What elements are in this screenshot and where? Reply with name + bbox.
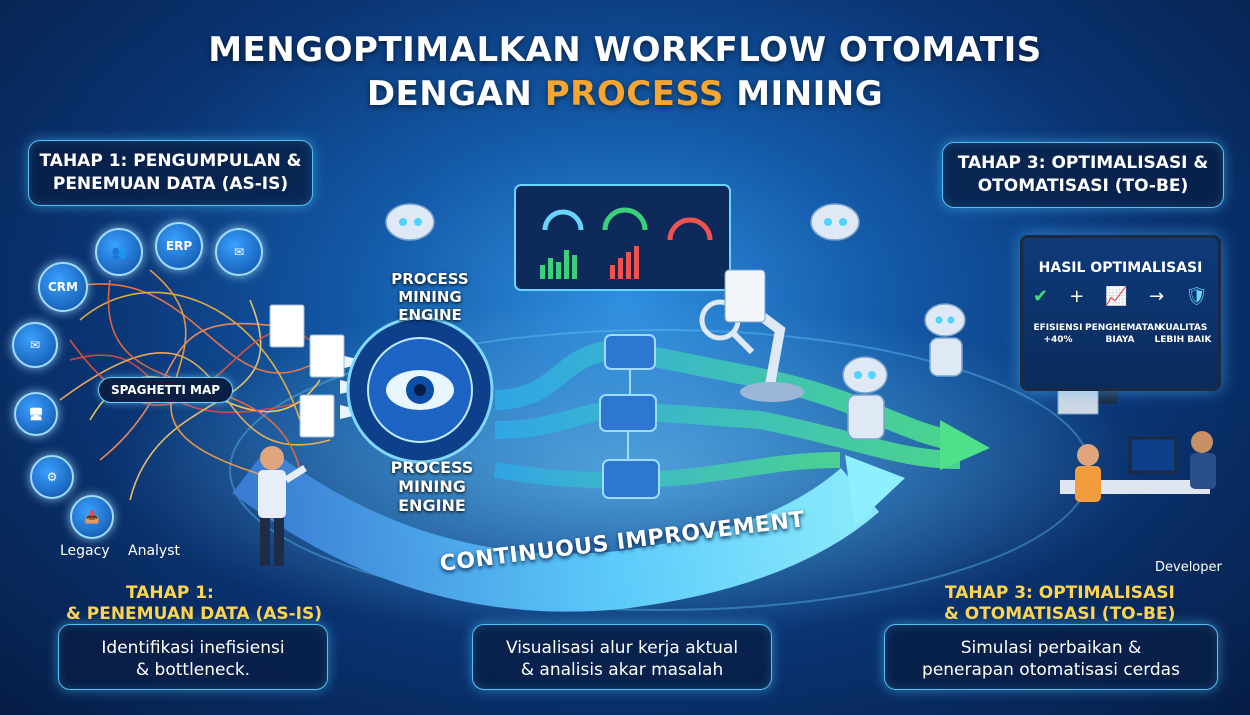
- growth-chart-icon: 📈: [1105, 286, 1128, 307]
- inbox-icon: 📥: [70, 495, 114, 539]
- title-prefix: DENGAN: [366, 74, 545, 114]
- engine-bottom-line1: PROCESS: [390, 458, 474, 477]
- email-icon: ✉: [215, 228, 263, 276]
- check-icon: ✔: [1033, 286, 1049, 307]
- erp-icon: ERP: [155, 222, 203, 270]
- mail-icon: ✉: [12, 322, 58, 368]
- title-suffix: MINING: [723, 74, 884, 114]
- main-title-line2: DENGAN PROCESS MINING: [0, 74, 1250, 114]
- spaghetti-map-label: SPAGHETTI MAP: [98, 377, 234, 403]
- plus-icon: +: [1069, 286, 1085, 307]
- crm-icon: CRM: [38, 262, 88, 312]
- stage2-desc-line1: Visualisasi alur kerja aktual: [505, 638, 739, 658]
- result-efficiency: EFISIENSI +40%: [1029, 322, 1087, 346]
- legacy-label: Legacy: [60, 543, 110, 559]
- engine-bottom-line2: MINING: [398, 477, 466, 496]
- result2-line2: BIAYA: [1105, 335, 1135, 345]
- users-icon: 👥: [95, 228, 143, 276]
- result-cost-saving: PENGHEMATAN BIAYA: [1085, 322, 1162, 346]
- stage1-title-line1: TAHAP 1: PENGUMPULAN &: [39, 151, 302, 171]
- stage3-desc-line2: penerapan otomatisasi cerdas: [922, 660, 1180, 680]
- stage3-title-line1: TAHAP 3: OPTIMALISASI &: [957, 153, 1209, 173]
- title-highlight: PROCESS: [544, 74, 724, 114]
- stage1-title-panel: TAHAP 1: PENGUMPULAN & PENEMUAN DATA (AS…: [28, 140, 313, 206]
- result1-line1: EFISIENSI: [1033, 323, 1083, 333]
- computer-icon: 🖥: [14, 392, 58, 436]
- result2-line1: PENGHEMATAN: [1085, 323, 1162, 333]
- stage1-desc-line1: Identifikasi inefisiensi: [101, 638, 285, 658]
- erp-label: ERP: [165, 239, 193, 253]
- shield-icon: 🛡: [1185, 286, 1208, 307]
- stage1-description-panel: Identifikasi inefisiensi & bottleneck.: [58, 624, 328, 690]
- stage2-desc-line2: & analisis akar masalah: [520, 660, 724, 680]
- results-title: HASIL OPTIMALISASI: [1038, 260, 1203, 276]
- results-monitor: HASIL OPTIMALISASI ✔ + 📈 → 🛡 EFISIENSI +…: [1020, 235, 1221, 391]
- stage3-desc-line1: Simulasi perbaikan &: [960, 638, 1142, 658]
- result1-line2: +40%: [1043, 335, 1073, 345]
- stage2-description-panel: Visualisasi alur kerja aktual & analisis…: [472, 624, 772, 690]
- engine-top-line2: MINING: [398, 288, 462, 306]
- results-icon-row: ✔ + 📈 → 🛡: [1033, 286, 1208, 307]
- engine-top-line1: PROCESS: [391, 270, 469, 288]
- engine-label-bottom: PROCESS MINING ENGINE: [372, 458, 492, 515]
- stage3-bottom-heading-line1: TAHAP 3: OPTIMALISASI: [945, 583, 1175, 603]
- engine-bottom-line3: ENGINE: [398, 496, 466, 515]
- engine-top-line3: ENGINE: [398, 306, 462, 324]
- crm-label: CRM: [48, 280, 78, 294]
- stage1-desc-line2: & bottleneck.: [135, 660, 251, 680]
- analyst-label: Analyst: [128, 543, 180, 559]
- arrow-right-icon: →: [1148, 286, 1165, 307]
- gears-icon: ⚙: [30, 455, 74, 499]
- result3-line1: KUALITAS: [1158, 323, 1208, 333]
- engine-label-top: PROCESS MINING ENGINE: [375, 270, 485, 324]
- result-quality: KUALITAS LEBIH BAIK: [1153, 322, 1213, 346]
- result3-line2: LEBIH BAIK: [1154, 335, 1212, 345]
- developer-label: Developer: [1155, 560, 1222, 575]
- stage1-title-line2: PENEMUAN DATA (AS-IS): [52, 174, 289, 194]
- main-title-line1: MENGOPTIMALKAN WORKFLOW OTOMATIS: [208, 30, 1042, 70]
- stage3-title-line2: OTOMATISASI (TO-BE): [977, 176, 1189, 196]
- stage1-bottom-heading-line2: & PENEMUAN DATA (AS-IS): [66, 604, 323, 624]
- stage3-bottom-heading-line2: & OTOMATISASI (TO-BE): [944, 604, 1176, 624]
- stage3-title-panel: TAHAP 3: OPTIMALISASI & OTOMATISASI (TO-…: [942, 142, 1224, 208]
- stage1-bottom-heading-line1: TAHAP 1:: [126, 583, 214, 603]
- stage3-description-panel: Simulasi perbaikan & penerapan otomatisa…: [884, 624, 1218, 690]
